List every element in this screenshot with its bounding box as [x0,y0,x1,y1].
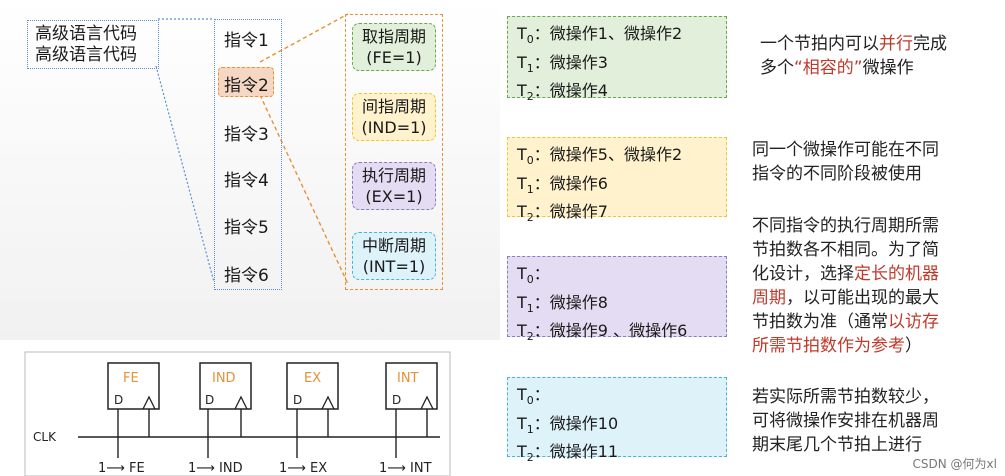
timing-line: T0： [517,385,550,408]
instruction-3: 指令3 [224,125,269,145]
stage-indirect: 间指周期 (IND=1) [352,93,436,141]
timing-box-execute: T0： T1：微操作8 T2：微操作9 、微操作6 [507,256,727,344]
output-int: 1⟶ INT [379,461,432,476]
instruction-list-box [214,19,282,290]
clk-label: CLK [33,430,57,444]
flipflop-int-label: INT [397,371,419,386]
stage-interrupt: 中断周期 (INT=1) [352,232,436,280]
instruction-4: 指令4 [224,171,269,191]
stage-execute-flag: (EX=1) [365,187,423,206]
stage-indirect-flag: (IND=1) [361,118,427,137]
timing-line: T1：微操作6 [517,173,608,196]
timing-box-interrupt: T0： T1：微操作10 T2：微操作11 [507,377,727,465]
timing-box-indirect: T0：微操作5、微操作2 T1：微操作6 T2：微操作7 [507,137,727,225]
note-schedule-end: 若实际所需节拍数较少， 可将微操作安排在机器周 期末尾几个节拍上进行 [752,387,939,455]
timing-line: T1：微操作10 [517,413,619,436]
timing-box-fetch: T0：微操作1、微操作2 T1：微操作3 T2：微操作4 [507,16,727,104]
timing-line: T2：微操作4 [517,81,608,104]
instruction-5: 指令5 [224,218,269,238]
instruction-1: 指令1 [224,31,269,51]
stage-interrupt-flag: (INT=1) [362,257,426,276]
stage-fetch-flag: (FE=1) [366,48,422,67]
output-fe: 1⟶ FE [98,461,145,476]
high-level-code-line-2: 高级语言代码 [35,45,137,65]
stage-execute-name: 执行周期 [361,166,426,185]
stage-fetch-name: 取指周期 [361,27,426,46]
flipflop-fe [107,362,160,458]
instruction-6: 指令6 [224,266,269,286]
stage-fetch: 取指周期 (FE=1) [352,23,436,71]
flipflop-fe-d: D [114,393,123,407]
watermark: CSDN @何为xl [912,457,997,471]
output-ex: 1⟶ EX [279,461,327,476]
timing-line: T2：微操作7 [517,202,608,225]
stage-indirect-name: 间指周期 [361,97,426,116]
flipflop-int-d: D [392,393,401,407]
output-ind: 1⟶ IND [188,461,243,476]
instruction-2-highlight [218,67,274,97]
flipflop-ind-label: IND [212,371,236,386]
high-level-code-box: 高级语言代码 高级语言代码 [27,20,159,69]
timing-line: T1：微操作8 [517,292,608,315]
flipflop-int [385,362,438,458]
note-parallel: 一个节拍内可以并行完成 多个“相容的”微操作 [760,34,947,78]
flipflop-circuit: FE IND EX INT D D D D CLK 1⟶ FE 1⟶ IND 1… [24,351,451,476]
stage-interrupt-name: 中断周期 [361,236,426,255]
note-reuse: 同一个微操作可能在不同 指令的不同阶段被使用 [752,140,939,184]
timing-line: T2：微操作11 [517,442,619,465]
flipflop-ex-label: EX [304,371,321,386]
timing-line: T0：微操作5、微操作2 [517,145,683,168]
flipflop-ex-d: D [293,393,302,407]
instruction-2: 指令2 [224,76,269,96]
high-level-code-line-1: 高级语言代码 [35,24,137,44]
timing-line: T2：微操作9 、微操作6 [517,321,688,344]
flipflop-ind [199,362,252,458]
timing-line: T0： [517,264,550,287]
flipflop-ind-d: D [205,393,214,407]
timing-line: T0：微操作1、微操作2 [517,24,683,47]
timing-line: T1：微操作3 [517,52,608,75]
flipflop-ex [286,362,339,458]
flipflop-fe-label: FE [123,371,139,386]
machine-cycle-box [345,14,443,290]
stage-execute: 执行周期 (EX=1) [352,162,436,210]
note-fixed-cycle: 不同指令的执行周期所需 节拍数各不相同。为了简 化设计，选择定长的机器 周期，以… [752,216,939,356]
